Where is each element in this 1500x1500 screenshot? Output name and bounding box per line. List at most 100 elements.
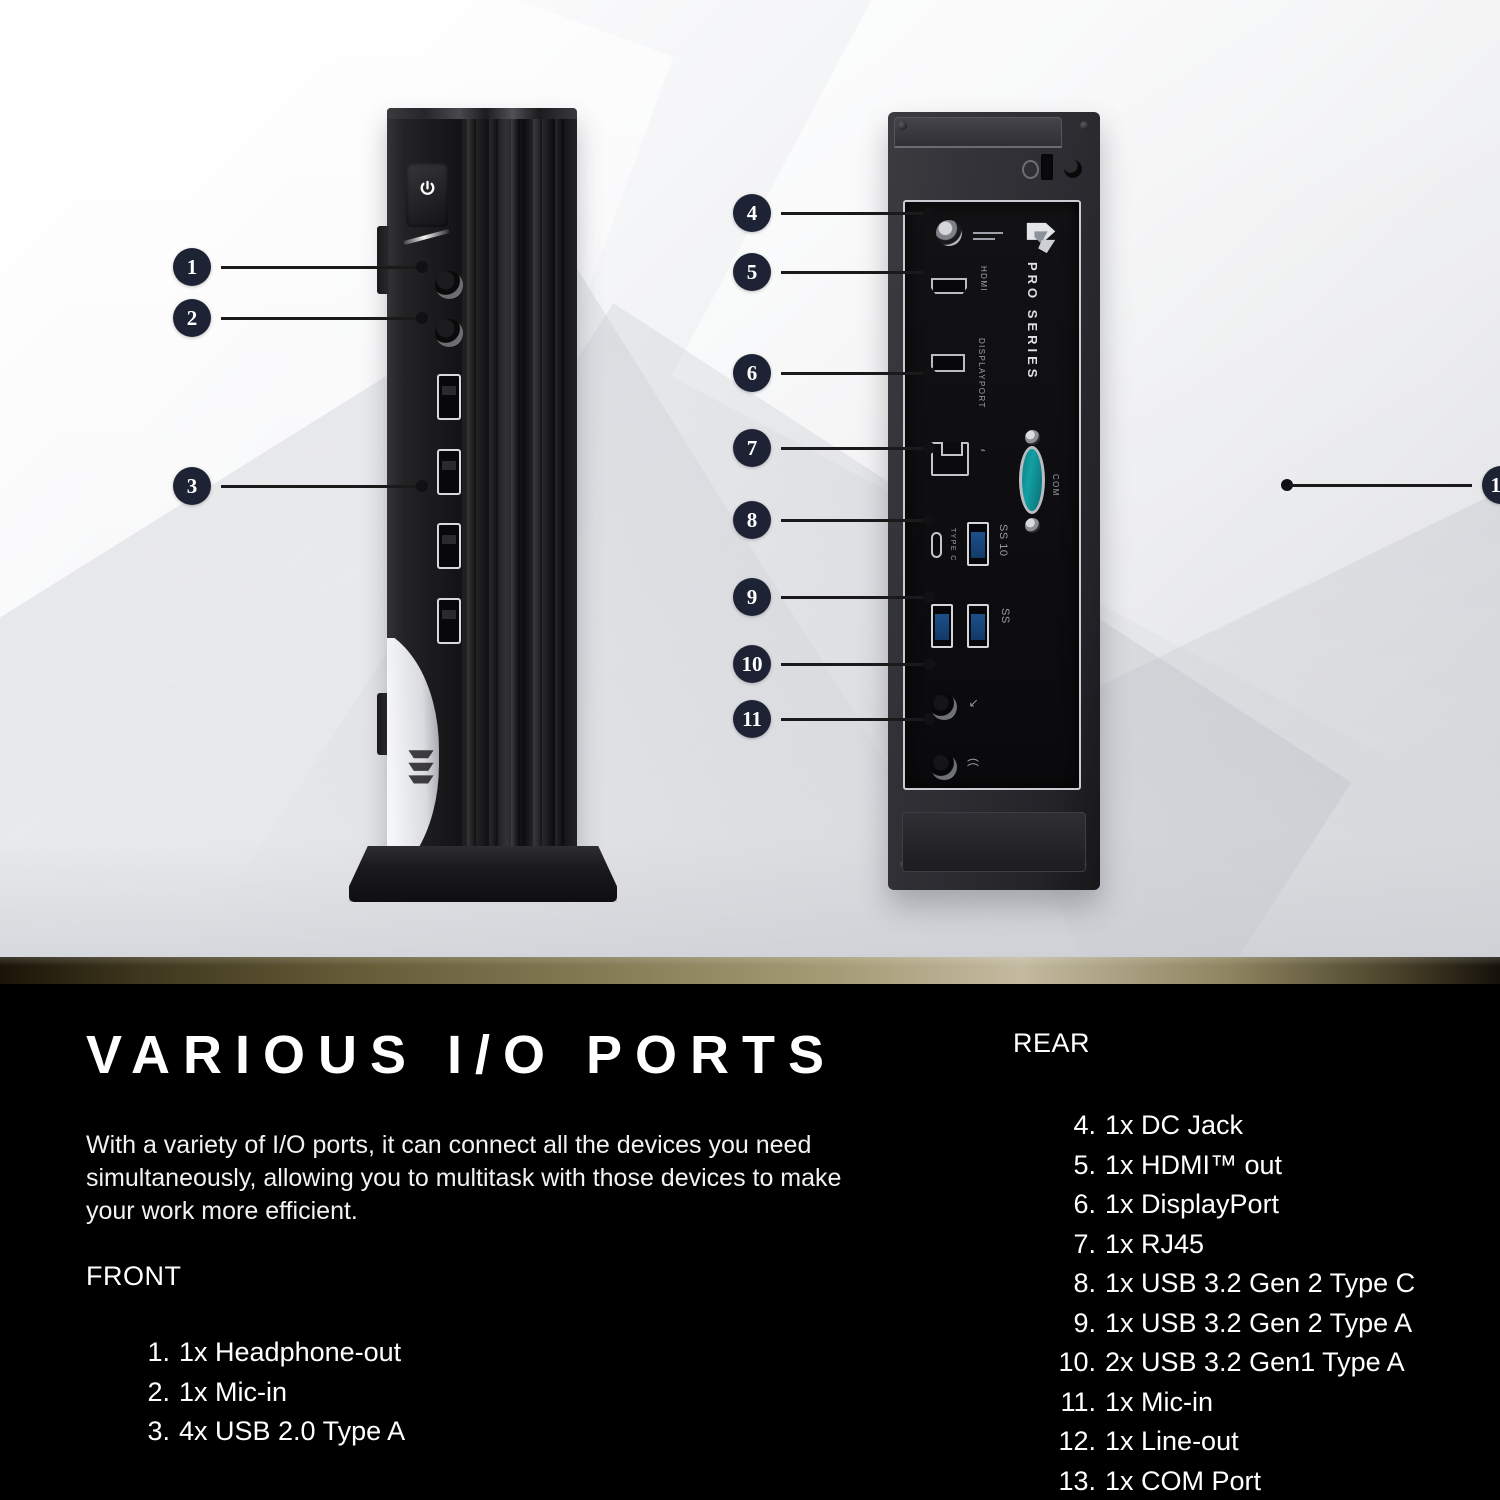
callout-badge: 10: [733, 645, 771, 683]
gold-divider-bar: [0, 957, 1500, 984]
callout-2: 2: [173, 299, 428, 337]
background-floor-shadow: [0, 837, 1500, 957]
callout-7: 7: [733, 429, 935, 467]
callout-leader-line: [781, 446, 926, 450]
mic-jack-icon: [435, 319, 463, 347]
rj45-ethernet-icon: [931, 442, 969, 476]
callout-11: 11: [733, 700, 935, 738]
callout-leader-line: [1290, 483, 1472, 487]
dc-polarity-mark: [973, 238, 995, 240]
list-item-number: 13.: [1058, 1465, 1096, 1496]
hdmi-port-label: HDMI: [979, 266, 988, 293]
callout-badge: 4: [733, 194, 771, 232]
usb-a-superspeed-icon: [967, 604, 989, 648]
callout-endpoint-dot: [923, 591, 935, 603]
com-serial-port-icon: [1019, 446, 1045, 514]
callout-endpoint-dot: [923, 442, 935, 454]
rear-port-list-item: 13.1x COM Port: [1040, 1462, 1500, 1500]
line-out-symbol-icon: ((: [967, 758, 981, 767]
callout-badge: 6: [733, 354, 771, 392]
list-item-label: 1x USB 3.2 Gen 2 Type C: [1105, 1268, 1416, 1299]
hdmi-port-icon: [931, 278, 967, 294]
chassis-side-notch: [377, 693, 389, 755]
usb-a-icon: [437, 598, 461, 644]
corner-screw-icon: [898, 121, 907, 130]
list-item-label: 2x USB 3.2 Gen1 Type A: [1105, 1347, 1405, 1378]
chassis-top-cap: [387, 108, 577, 119]
usb-c-icon: [931, 532, 942, 558]
dc-polarity-mark: [973, 232, 1003, 234]
callout-leader-line: [781, 595, 926, 599]
dc-jack-icon: [936, 220, 962, 246]
headphone-jack-icon: [435, 271, 463, 299]
mic-jack-icon: [931, 694, 957, 720]
stand-base: [349, 846, 617, 902]
rear-port-list-item: 9.1x USB 3.2 Gen 2 Type A: [1040, 1304, 1500, 1344]
callout-5: 5: [733, 253, 935, 291]
list-item-number: 8.: [1073, 1268, 1096, 1299]
list-item-label: 1x USB 3.2 Gen 2 Type A: [1105, 1307, 1413, 1338]
heatsink-fin: [467, 108, 476, 860]
callout-10: 10: [733, 645, 935, 683]
callout-badge: 5: [733, 253, 771, 291]
rear-port-list-item: 11. 1x Mic-in: [1040, 1383, 1500, 1423]
list-item-number: 11.: [1060, 1386, 1096, 1417]
usb-a-superspeed-icon: [967, 522, 989, 566]
line-out-jack-icon: [931, 754, 957, 780]
list-item-label: 4x USB 2.0 Type A: [179, 1416, 406, 1447]
list-item-number: 1.: [147, 1337, 170, 1367]
callout-1: 1: [173, 248, 428, 286]
kensington-lock-icon: [1041, 154, 1053, 180]
callout-endpoint-dot: [923, 658, 935, 670]
list-item-label: 1x DC Jack: [1105, 1110, 1244, 1140]
com-screw-icon: [1025, 518, 1040, 533]
pro-series-logo-icon: [1026, 222, 1056, 254]
front-port-list-item: 3. 4x USB 2.0 Type A: [126, 1412, 686, 1452]
power-icon: [420, 180, 435, 195]
callout-badge: 7: [733, 429, 771, 467]
chassis-side-notch: [377, 226, 389, 294]
callout-badge: 12: [1482, 466, 1500, 504]
callout-leader-line: [781, 270, 926, 274]
corner-screw-icon: [1080, 121, 1089, 130]
list-item-label: 1x Mic-in: [1105, 1386, 1214, 1417]
callout-endpoint-dot: [1281, 479, 1293, 491]
chassis-rear-bottom-panel: [902, 812, 1086, 872]
callout-8: 8: [733, 501, 935, 539]
list-item-number: 2.: [147, 1376, 170, 1407]
callout-6: 6: [733, 354, 935, 392]
callout-leader-line: [221, 316, 419, 320]
list-item-label: 1x DisplayPort: [1105, 1189, 1280, 1220]
rear-port-list-item: 12.1x Line-out: [1040, 1422, 1500, 1462]
callout-leader-line: [221, 484, 419, 488]
list-item-number: 5.: [1073, 1149, 1096, 1180]
page-title: VARIOUS I/O PORTS: [86, 1025, 838, 1085]
thumbscrew-hole-icon: [1064, 160, 1082, 178]
power-button[interactable]: [406, 163, 448, 227]
callout-badge: 2: [173, 299, 211, 337]
rear-port-list-item: 4. 1x DC Jack: [1040, 1106, 1500, 1146]
rear-port-list-item: 7.1x RJ45: [1040, 1225, 1500, 1265]
list-item-number: 4.: [1073, 1110, 1096, 1140]
callout-leader-line: [221, 265, 419, 269]
hero-product-photo-area: PRO SERIES HDMI DISPLAYPORT ⌁ COM TYPE: [0, 0, 1500, 957]
front-section-heading: FRONT: [86, 1261, 182, 1291]
heatsink-fin: [555, 108, 564, 860]
list-item-label: 1x Mic-in: [179, 1376, 288, 1407]
superspeed-10-label: SS 10: [997, 524, 1009, 557]
rear-port-list-item: 10.2x USB 3.2 Gen1 Type A: [1040, 1343, 1500, 1383]
front-port-list-item: 1.1x Headphone-out: [126, 1333, 686, 1373]
rear-section-heading: REAR: [1013, 1028, 1091, 1058]
pro-series-branding: PRO SERIES: [1017, 220, 1065, 381]
usb-a-icon: [437, 449, 461, 495]
list-item-number: 3.: [147, 1416, 170, 1447]
pro-series-label: PRO SERIES: [1025, 262, 1040, 382]
chassis-rear-bevel: [894, 117, 1062, 148]
lan-symbol-icon: ⌁: [979, 446, 989, 457]
superspeed-label: SS: [999, 608, 1011, 624]
com-screw-icon: [1025, 430, 1040, 445]
callout-endpoint-dot: [416, 480, 428, 492]
callout-4: 4: [733, 194, 935, 232]
heatsink-fin: [489, 108, 498, 860]
